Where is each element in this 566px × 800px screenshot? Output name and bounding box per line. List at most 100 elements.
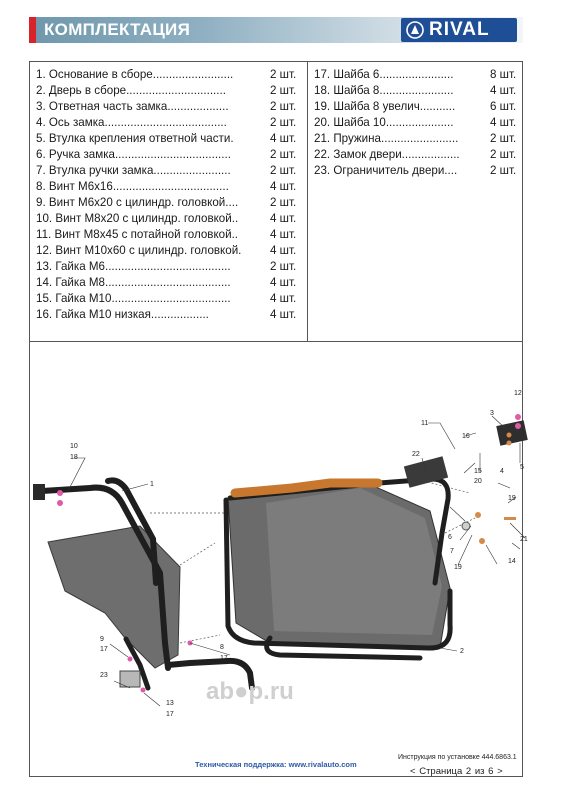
list-item: 12. Винт М10х60 с цилиндр. головкой.4 шт…: [36, 243, 302, 259]
callout-16: 16: [462, 433, 470, 440]
bolt-10-icon: [57, 490, 63, 496]
part-qty: 2 шт.: [270, 116, 297, 129]
callout-6: 6: [448, 534, 452, 541]
header-accent: [29, 17, 36, 43]
page-of: из: [474, 766, 485, 777]
list-item: 15. Гайка М10...........................…: [36, 291, 302, 307]
callout-8: 8: [220, 644, 224, 651]
washer-18-icon: [57, 500, 63, 506]
watermark-text: ab●p.ru: [206, 678, 294, 705]
part-qty: 4 шт.: [270, 292, 297, 305]
callout-14: 14: [508, 558, 516, 565]
part-qty: 2 шт.: [270, 196, 297, 209]
list-item: 10. Винт М8х20 с цилиндр. головкой..4 шт…: [36, 211, 302, 227]
spring-21-icon: [504, 517, 516, 520]
list-item: 11. Винт М8х45 с потайной головкой.. 4 шт…: [36, 227, 302, 243]
page-next-button[interactable]: >: [497, 766, 503, 777]
part-qty: 2 шт.: [270, 84, 297, 97]
callout-12: 12: [514, 390, 522, 397]
list-item: 17. Шайба 6.......................8 шт.: [314, 67, 520, 83]
base-mount-plate: [33, 484, 45, 500]
page-title: КОМПЛЕКТАЦИЯ: [44, 20, 191, 39]
list-item: 22. Замок двери..................2 шт.: [314, 147, 520, 163]
base-frame-leg: [123, 636, 151, 691]
list-item: 4. Ось замка............................…: [36, 115, 302, 131]
list-item: 2. Дверь в сборе........................…: [36, 83, 302, 99]
page-prev-button[interactable]: <: [410, 766, 416, 777]
part-qty: 2 шт.: [270, 100, 297, 113]
divider-horizontal: [29, 341, 523, 342]
callout-11: 11: [421, 420, 428, 427]
part-name: 16. Гайка М10 низкая..................: [36, 308, 209, 321]
list-item: 5. Втулка крепления ответной части.4 шт.: [36, 131, 302, 147]
part-qty: 4 шт.: [270, 308, 297, 321]
callout-19a: 19: [508, 495, 516, 502]
list-item: 16. Гайка М10 низкая.................. 4 …: [36, 307, 302, 323]
part-qty: 4 шт.: [270, 244, 297, 257]
nut-15-icon: [506, 440, 512, 446]
callout-15: 15: [474, 468, 482, 475]
part-qty: 4 шт.: [270, 228, 297, 241]
bolt-12-icon: [515, 414, 521, 420]
part-name: 19. Шайба 8 увелич...........: [314, 100, 456, 113]
list-item: 23. Ограничитель двери.... 2 шт.: [314, 163, 520, 179]
washer-19-icon: [479, 538, 485, 544]
list-item: 3. Ответная часть замка.................…: [36, 99, 302, 115]
washer-19-icon: [475, 512, 481, 518]
nut-15-icon: [506, 432, 512, 438]
part-name: 18. Шайба 8.......................: [314, 84, 454, 97]
callout-13: 13: [166, 700, 174, 707]
callout-21: 21: [520, 536, 528, 543]
door-frame: [223, 497, 453, 651]
nut-13-icon: [140, 687, 146, 693]
part-name: 21. Пружина........................: [314, 132, 459, 145]
page-navigator: < Страница 2 из 6 >: [410, 766, 503, 777]
list-item: 9. Винт М6х20 с цилиндр. головкой....2 ш…: [36, 195, 302, 211]
door-limiter: [119, 670, 141, 688]
bolt-9-icon: [127, 656, 133, 662]
brand-logo: RIVAL: [401, 18, 517, 42]
part-name: 11. Винт М8х45 с потайной головкой..: [36, 228, 239, 241]
base-frame-tube-upper: [105, 477, 159, 586]
part-name: 3. Ответная часть замка.................…: [36, 100, 229, 113]
parts-list-right: 17. Шайба 6.......................8 шт. …: [314, 67, 520, 179]
part-name: 13. Гайка М6............................…: [36, 260, 231, 273]
page-label: Страница: [419, 766, 463, 777]
part-qty: 8 шт.: [490, 68, 517, 81]
part-qty: 2 шт.: [270, 164, 297, 177]
callout-9: 9: [100, 636, 104, 643]
callout-4: 4: [500, 468, 504, 475]
part-qty: 2 шт.: [270, 68, 297, 81]
callout-19b: 19: [454, 564, 462, 571]
part-qty: 4 шт.: [270, 212, 297, 225]
part-qty: 2 шт.: [270, 260, 297, 273]
part-name: 15. Гайка М10...........................…: [36, 292, 231, 305]
support-link[interactable]: Техническая поддержка: www.rivalauto.com: [195, 760, 357, 769]
lock-handle-icon: [461, 521, 471, 531]
callout-17b: 17: [220, 655, 228, 662]
callout-17a: 17: [100, 646, 108, 653]
door-panel-inner: [266, 488, 442, 635]
callout-2: 2: [460, 648, 464, 655]
list-item: 7. Втулка ручки замка...................…: [36, 163, 302, 179]
base-frame-foot: [165, 657, 255, 691]
divider-vertical: [307, 61, 308, 341]
list-item: 14. Гайка М8............................…: [36, 275, 302, 291]
rival-mark-icon: [406, 21, 424, 39]
page-current: 2: [465, 766, 472, 777]
door-frame-bottom: [264, 635, 423, 661]
list-item: 6. Ручка замка..........................…: [36, 147, 302, 163]
callout-5: 5: [520, 464, 524, 471]
callout-7: 7: [450, 548, 454, 555]
part-name: 23. Ограничитель двери....: [314, 164, 458, 177]
callout-22: 22: [412, 451, 420, 458]
part-qty: 2 шт.: [490, 164, 517, 177]
list-item: 13. Гайка М6............................…: [36, 259, 302, 275]
assembly-guide-lines: [150, 512, 230, 644]
callout-20: 20: [474, 478, 482, 485]
assembly-diagram: 10 18 1 2 3 11 12 16 22 15 4 5 20 19 6 7…: [33, 390, 528, 718]
part-qty: 4 шт.: [490, 84, 517, 97]
bolt-12-icon: [515, 423, 521, 429]
callout-17c: 17: [166, 711, 174, 718]
page-total: 6: [488, 766, 494, 777]
